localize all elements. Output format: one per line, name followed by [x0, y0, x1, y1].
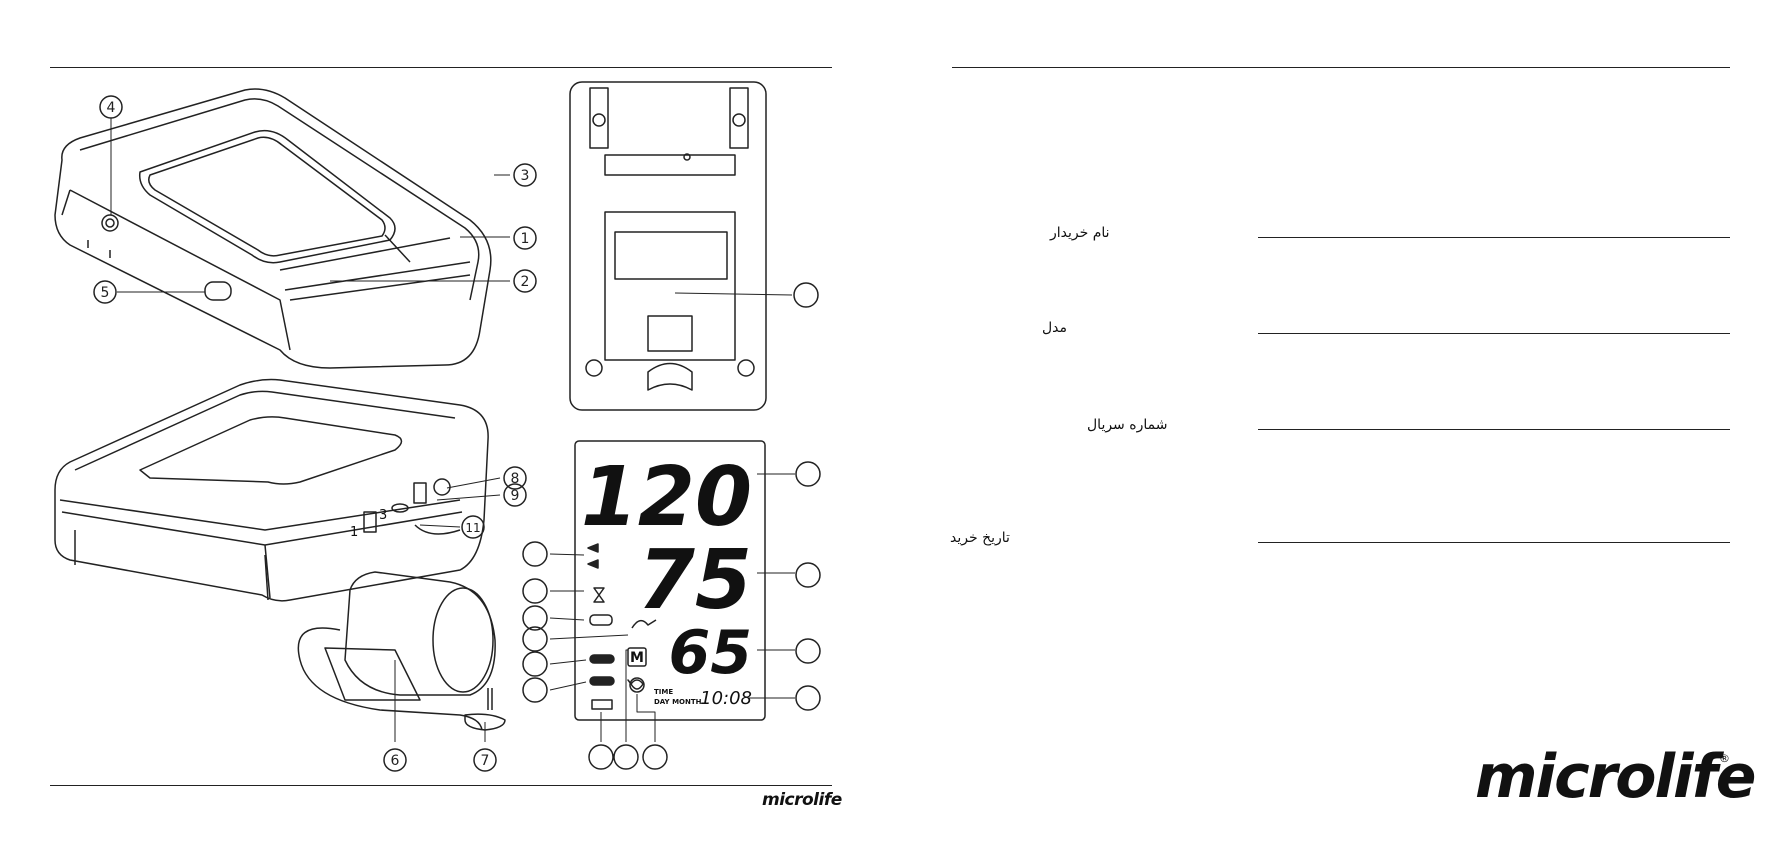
port-label-1: 1	[350, 525, 358, 540]
callout-2: 2	[521, 274, 530, 290]
hourglass-icon	[594, 588, 604, 602]
model-line	[1258, 333, 1730, 334]
callout-3: 3	[521, 168, 530, 184]
callout-6: 6	[391, 753, 400, 769]
bottom-rule-left	[50, 785, 832, 786]
callout-9: 9	[511, 488, 520, 504]
top-rule-right	[952, 67, 1730, 68]
lcd-memory-label: M	[630, 650, 644, 666]
buyer-name-label: نام خریدار	[1050, 225, 1110, 241]
brand-logo-large: microlife	[1475, 742, 1754, 812]
brand-logo-small: microlife	[762, 790, 842, 810]
avg-icon	[590, 655, 614, 663]
lcd-systolic: 120	[581, 450, 752, 545]
callout-8: 8	[511, 471, 520, 487]
serial-number-label: شماره سریال	[1087, 417, 1167, 433]
battery-icon	[592, 700, 612, 709]
device-back-view	[570, 82, 766, 410]
device-illustration: 3 1 2 4 5 6 7 8 9 11 120 75 65 10:08 TIM…	[0, 0, 840, 785]
lcd-clock: 10:08	[700, 688, 752, 709]
lcd-pulse: 65	[669, 618, 753, 688]
callout-4: 4	[107, 100, 116, 116]
port-label-3: 3	[379, 508, 387, 523]
lcd-day-month-label: DAY MONTH	[654, 698, 702, 706]
purchase-date-label: تاریخ خرید	[950, 530, 1010, 546]
callout-11: 11	[465, 521, 480, 535]
registered-mark: ®	[1719, 752, 1730, 765]
device-top-view	[55, 89, 491, 368]
callout-1: 1	[521, 231, 530, 247]
lcd-time-label: TIME	[654, 688, 673, 696]
lcd-diastolic: 75	[638, 533, 752, 628]
arrow-icons	[588, 544, 598, 568]
purchase-date-line	[1258, 542, 1730, 543]
afib-icon	[590, 677, 614, 685]
cuff	[298, 572, 505, 730]
serial-number-line	[1258, 429, 1730, 430]
callout-5: 5	[101, 285, 110, 301]
cuff-icon	[590, 615, 612, 625]
buyer-name-line	[1258, 237, 1730, 238]
callout-7: 7	[481, 753, 490, 769]
device-side-view	[55, 380, 488, 601]
model-label: مدل	[1042, 320, 1067, 336]
